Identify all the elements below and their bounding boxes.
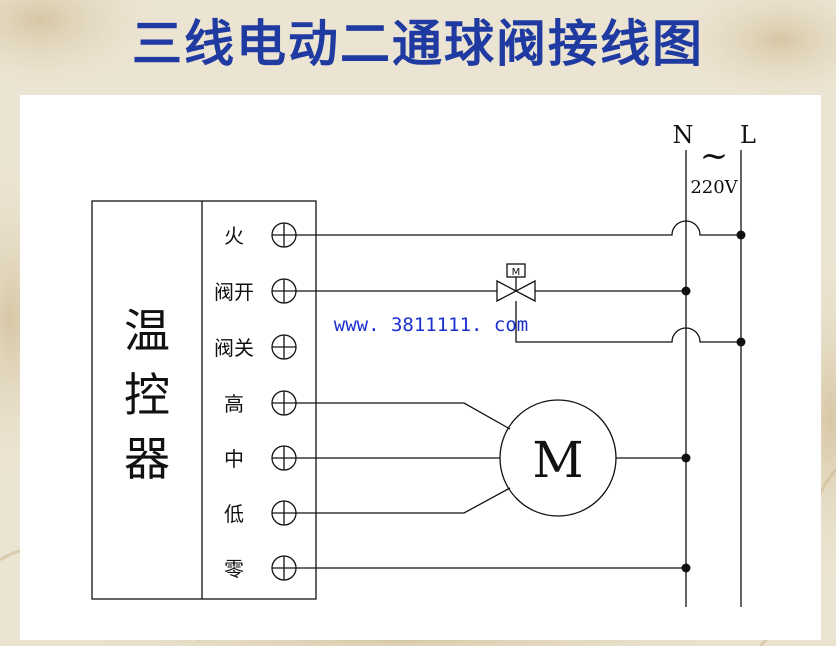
valve-body <box>496 279 536 303</box>
terminal-label-low: 低 <box>224 502 244 526</box>
terminal-label-mid: 中 <box>224 447 244 471</box>
terminal-label-neutral: 零 <box>224 557 244 581</box>
watermark-text: www. 3811111. com <box>334 314 528 336</box>
wire-low <box>296 487 511 514</box>
page-title: 三线电动二通球阀接线图 <box>132 15 704 73</box>
diagram-panel: 温 控 器 火 阀开 阀关 高 中 低 零 N L ~ 220V M M www… <box>20 95 821 640</box>
wire-high <box>296 402 511 430</box>
power-label-neutral: N <box>673 121 694 149</box>
controller-name-1: 温 <box>124 304 170 358</box>
wire-valve-close <box>515 301 741 343</box>
valve-actuator <box>506 263 526 278</box>
controller-box <box>91 200 317 600</box>
valve-actuator-label: M <box>512 267 521 278</box>
terminal-screws <box>271 222 297 581</box>
controller-name-2: 控 <box>124 368 170 422</box>
terminal-label-high: 高 <box>224 392 244 416</box>
terminal-label-valve-close: 阀关 <box>214 336 254 360</box>
voltage-label: 220V <box>690 177 738 198</box>
junction-dots <box>681 230 746 573</box>
wire-live <box>296 220 741 236</box>
controller-name-3: 器 <box>124 432 170 486</box>
terminal-label-live: 火 <box>224 224 244 248</box>
power-label-live: L <box>740 121 756 149</box>
motor-label: M <box>532 431 583 489</box>
wiring-diagram: 温 控 器 火 阀开 阀关 高 中 低 零 N L ~ 220V M M www… <box>91 121 756 607</box>
terminal-label-valve-open: 阀开 <box>214 280 254 304</box>
ac-symbol: ~ <box>700 136 729 176</box>
